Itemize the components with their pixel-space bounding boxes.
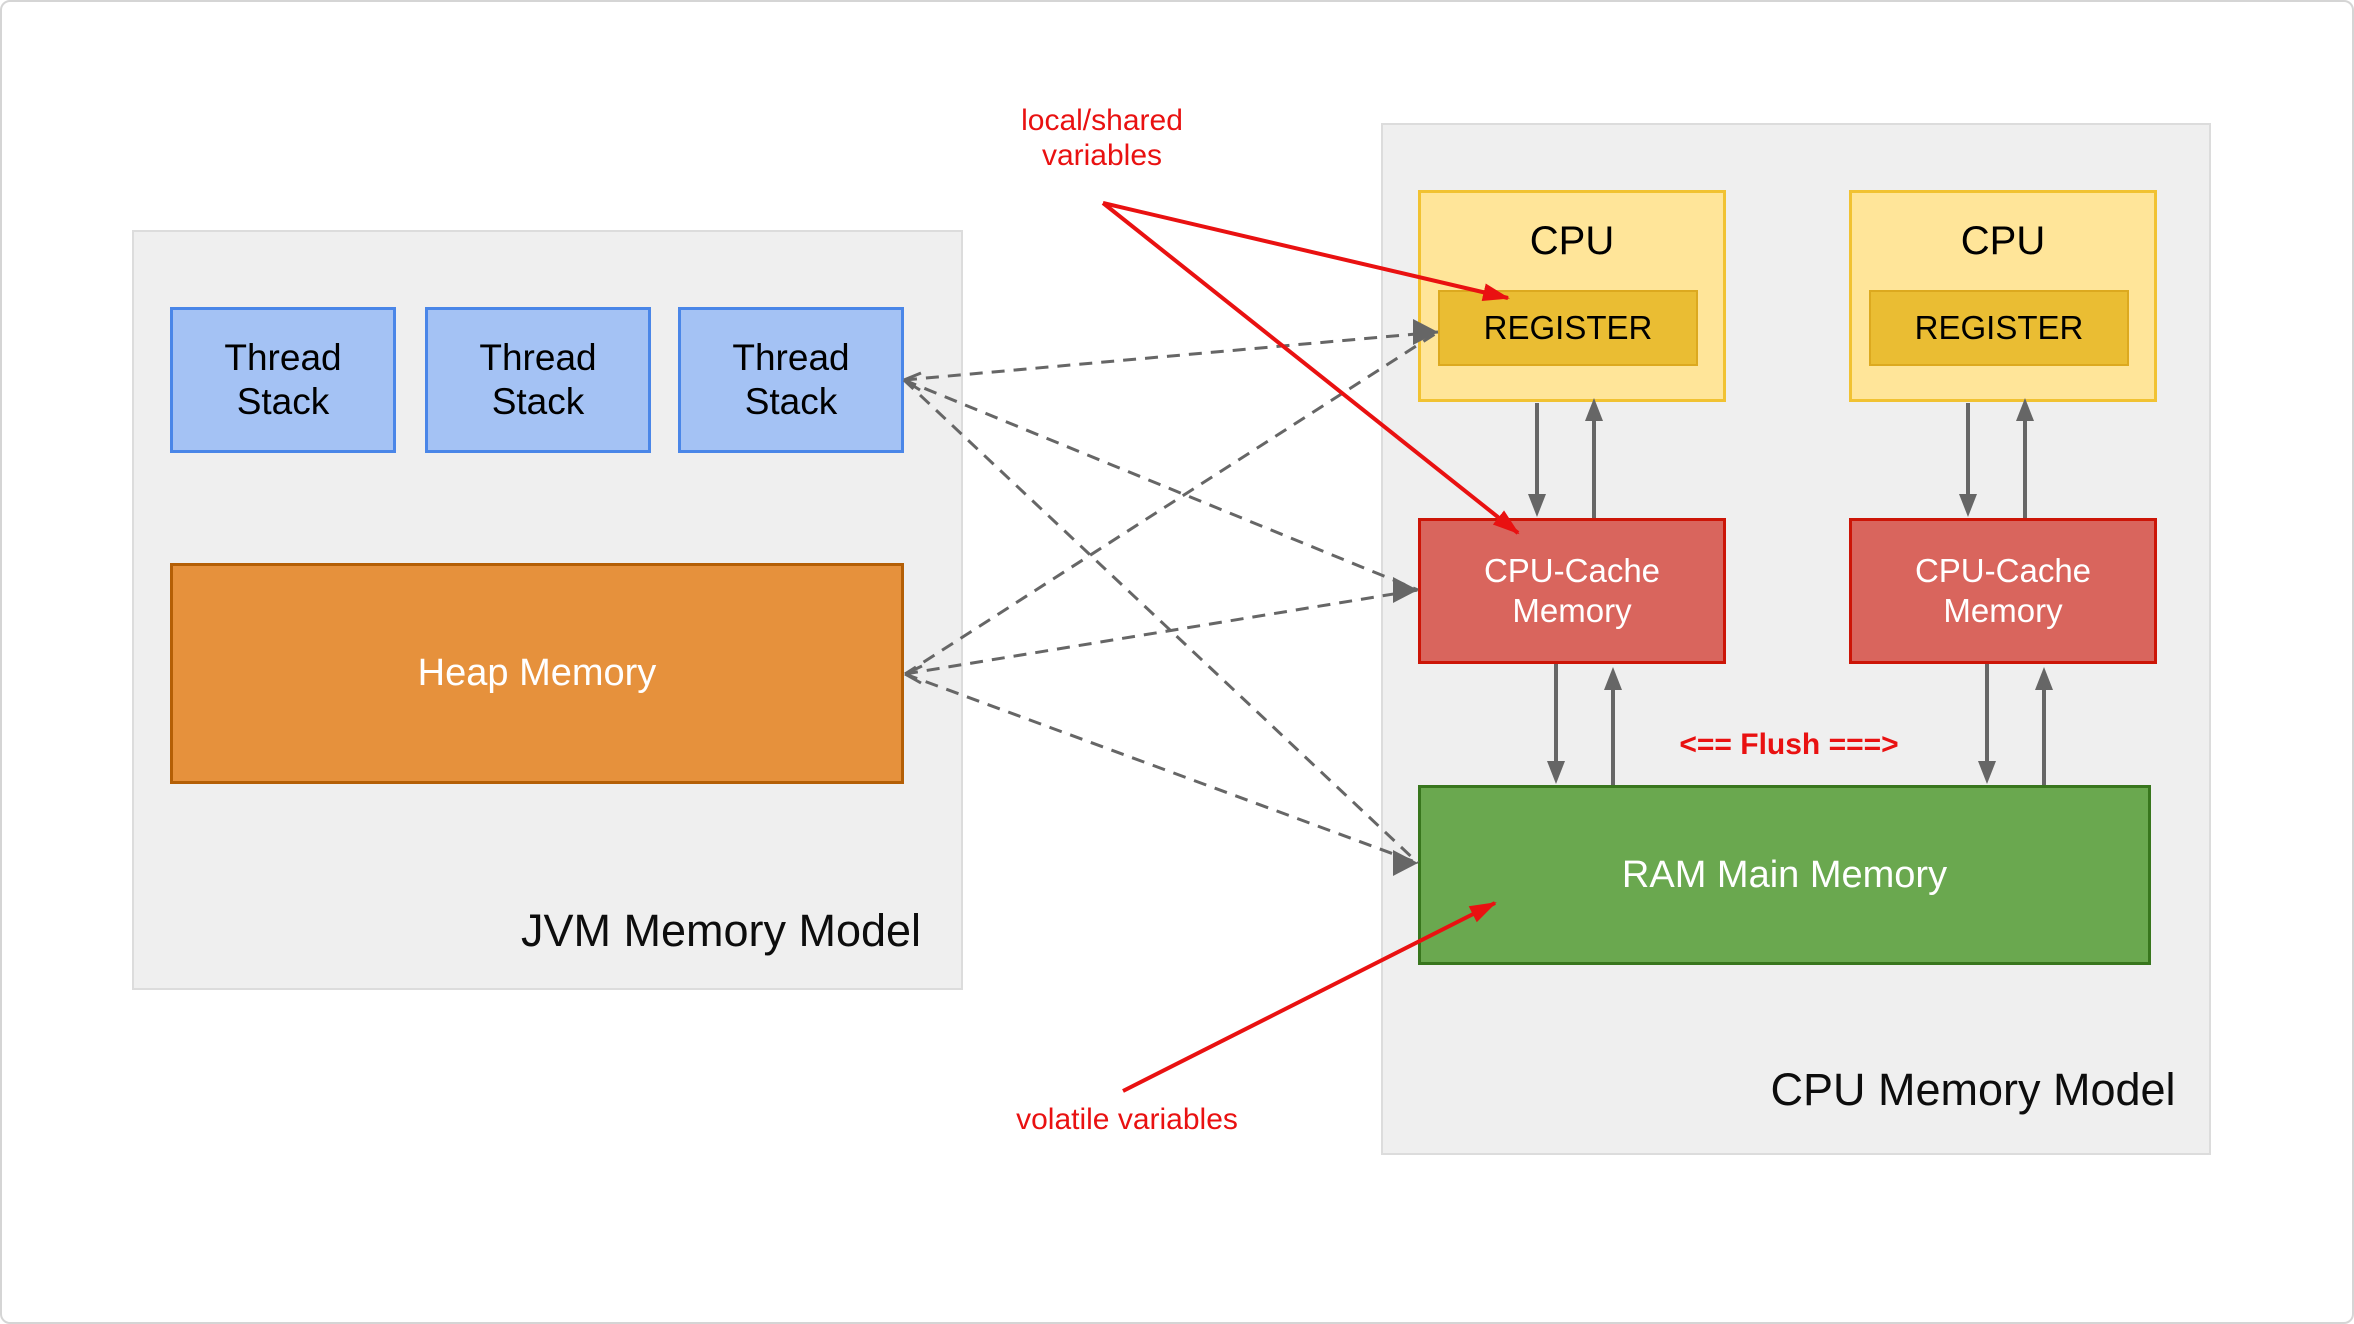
local-shared-variables-annotation: local/shared variables: [1021, 104, 1183, 173]
register-box-2: REGISTER: [1869, 290, 2129, 366]
thread-stack-box-3: Thread Stack: [678, 307, 904, 453]
ram-main-memory-box: RAM Main Memory: [1418, 785, 2151, 965]
ram-main-memory-label: RAM Main Memory: [1621, 853, 1948, 896]
thread-stack-label: Thread Stack: [479, 336, 597, 422]
register-box-1: REGISTER: [1438, 290, 1698, 366]
cpu-cache-box-1: CPU-Cache Memory: [1418, 518, 1726, 664]
thread-stack-box-1: Thread Stack: [170, 307, 396, 453]
register-label: REGISTER: [1483, 309, 1653, 346]
cpu-panel-title: CPU Memory Model: [1770, 1064, 2176, 1115]
jvm-panel-title: JVM Memory Model: [520, 905, 922, 956]
thread-stack-label: Thread Stack: [732, 336, 850, 422]
cpu-cache-box-2: CPU-Cache Memory: [1849, 518, 2157, 664]
thread-stack-label: Thread Stack: [224, 336, 342, 422]
cpu-label: CPU: [1960, 219, 2046, 263]
heap-memory-box: Heap Memory: [170, 563, 904, 784]
register-label: REGISTER: [1914, 309, 2084, 346]
flush-annotation: <== Flush ===>: [1679, 728, 1899, 761]
cpu-label: CPU: [1529, 219, 1615, 263]
cpu-cache-label: CPU-Cache Memory: [1914, 551, 2092, 629]
volatile-variables-annotation: volatile variables: [1016, 1103, 1238, 1136]
cpu-cache-label: CPU-Cache Memory: [1483, 551, 1661, 629]
heap-memory-label: Heap Memory: [417, 652, 657, 694]
thread-stack-box-2: Thread Stack: [425, 307, 651, 453]
